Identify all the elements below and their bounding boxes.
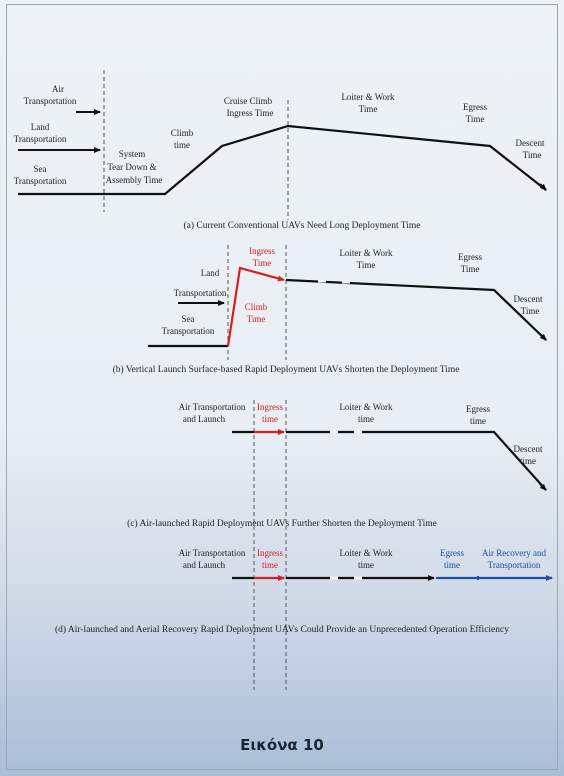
label-climb-1: Climb <box>171 128 194 138</box>
label-land-1: Land <box>201 268 220 278</box>
panel-d: Air Transportation and Launch Ingress ti… <box>55 548 553 635</box>
label-loiter-1: Loiter & Work <box>341 92 395 102</box>
label-loiter-2: time <box>358 414 374 424</box>
label-descent-1: Descent <box>516 138 545 148</box>
label-ingress-1: Ingress <box>257 548 283 558</box>
label-egress-1: Egress <box>466 404 490 414</box>
label-loiter-1: Loiter & Work <box>339 548 393 558</box>
label-descent-1: Descent <box>514 444 543 454</box>
timeline-b <box>285 278 547 341</box>
label-teardown-2: Assembly Time <box>106 175 163 185</box>
label-air-2: Transportation <box>24 96 77 106</box>
label-egress-1: Egress <box>458 252 482 262</box>
label-ingress-2: Time <box>253 258 272 268</box>
label-air-1: Air Transportation <box>179 548 246 558</box>
label-egress-2: time <box>470 416 486 426</box>
label-air-2: and Launch <box>183 560 226 570</box>
figure-frame <box>6 4 558 770</box>
label-recovery-2: Transportation <box>488 560 541 570</box>
label-sea-1: Sea <box>34 164 47 174</box>
label-sea-2: Transportation <box>162 326 215 336</box>
label-cruise-1: Cruise Climb <box>224 96 273 106</box>
label-descent-2: Time <box>521 306 540 316</box>
figure-title: Εικόνα 10 <box>240 736 324 754</box>
panel-c: Air Transportation and Launch Ingress ti… <box>127 400 547 690</box>
label-ingress-2: time <box>262 560 278 570</box>
label-recovery-1: Air Recovery and <box>482 548 546 558</box>
label-egress-2: time <box>444 560 460 570</box>
label-land-2: Transportation <box>174 288 227 298</box>
caption-a: (a) Current Conventional UAVs Need Long … <box>183 220 420 231</box>
timeline-a <box>18 124 547 196</box>
label-loiter-1: Loiter & Work <box>339 248 393 258</box>
descent-arrow <box>539 483 547 491</box>
label-descent-2: time <box>520 456 536 466</box>
label-egress-1: Egress <box>440 548 464 558</box>
label-air-1: Air Transportation <box>179 402 246 412</box>
label-cruise-2: Ingress Time <box>227 108 274 118</box>
label-air-2: and Launch <box>183 414 226 424</box>
label-land-1: Land <box>31 122 50 132</box>
label-loiter-2: time <box>358 560 374 570</box>
label-ingress-1: Ingress <box>257 402 283 412</box>
panel-b: Land Transportation Sea Transportation I… <box>113 245 547 375</box>
panel-a: Air Transportation Land Transportation S… <box>14 70 547 231</box>
label-egress-2: Time <box>461 264 480 274</box>
label-sea-2: Transportation <box>14 176 67 186</box>
label-climb-2: time <box>174 140 190 150</box>
label-ingress-1: Ingress <box>249 246 275 256</box>
label-climb-2: Time <box>247 314 266 324</box>
label-air-1: Air <box>52 84 64 94</box>
descent-arrow <box>539 333 547 341</box>
descent-arrow <box>539 183 547 191</box>
label-loiter-1: Loiter & Work <box>339 402 393 412</box>
label-descent-1: Descent <box>514 294 543 304</box>
label-loiter-2: Time <box>359 104 378 114</box>
label-loiter-2: Time <box>357 260 376 270</box>
label-land-2: Transportation <box>14 134 67 144</box>
label-egress-1: Egress <box>463 102 487 112</box>
caption-c: (c) Air-launched Rapid Deployment UAVs F… <box>127 518 437 529</box>
climb-ingress-red <box>226 266 285 347</box>
caption-d: (d) Air-launched and Aerial Recovery Rap… <box>55 624 509 635</box>
label-system: System <box>119 149 146 159</box>
label-descent-2: Time <box>523 150 542 160</box>
timeline-c <box>286 430 547 491</box>
label-ingress-2: time <box>262 414 278 424</box>
caption-b: (b) Vertical Launch Surface-based Rapid … <box>113 364 460 375</box>
label-egress-2: Time <box>466 114 485 124</box>
label-climb-1: Climb <box>245 302 268 312</box>
label-sea-1: Sea <box>182 314 195 324</box>
label-teardown-1: Tear Down & <box>107 162 156 172</box>
